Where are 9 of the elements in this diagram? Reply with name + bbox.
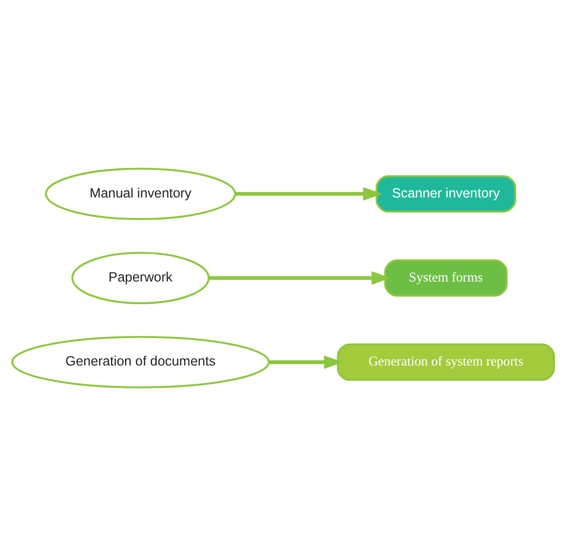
node-box: System forms — [384, 259, 508, 297]
arrow — [208, 271, 391, 285]
arrow — [235, 187, 382, 201]
arrow — [269, 355, 344, 369]
node-ellipse: Manual inventory — [44, 168, 236, 220]
node-box: Scanner inventory — [376, 175, 516, 212]
node-ellipse: Generation of documents — [11, 336, 270, 388]
node-ellipse: Paperwork — [71, 252, 210, 304]
node-box: Generation of system reports — [336, 344, 555, 381]
